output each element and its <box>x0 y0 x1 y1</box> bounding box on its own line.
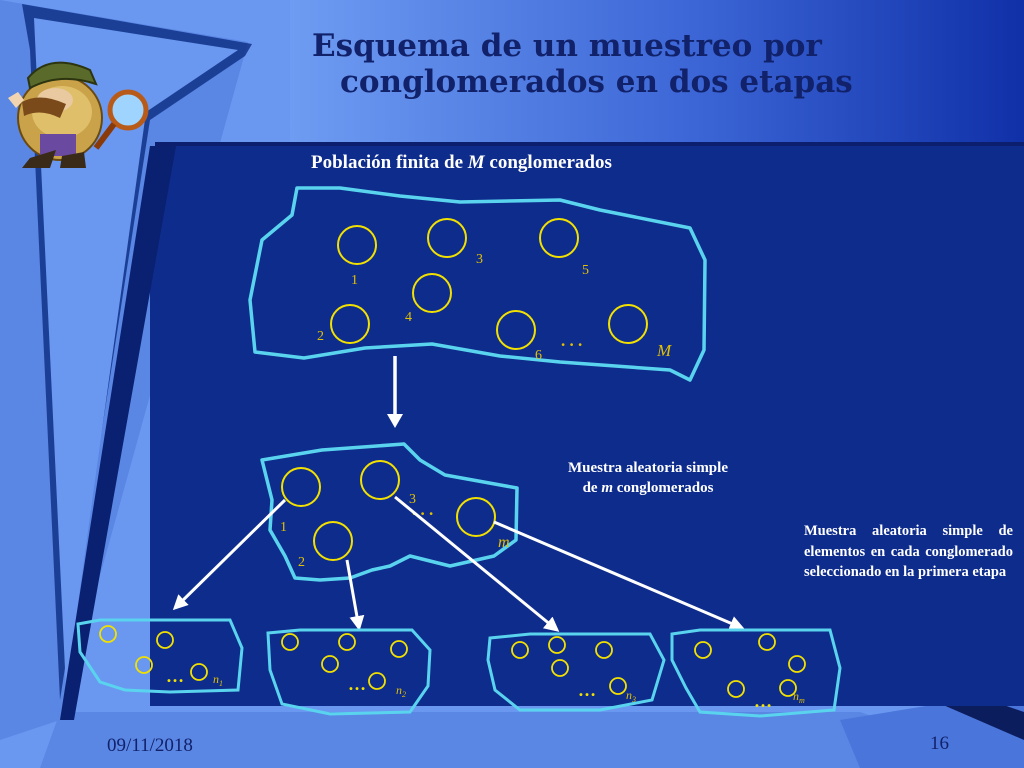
sampled-ellipsis: . . . <box>412 500 433 519</box>
cluster-circle <box>496 310 536 350</box>
sampled-cluster-circle <box>281 467 321 507</box>
population-label-M: M <box>656 341 672 360</box>
first-stage-annotation-line2: de m conglomerados <box>582 480 714 496</box>
cluster-circle <box>608 304 648 344</box>
element-circle <box>694 641 712 659</box>
detective-magnifier-icon <box>8 61 149 168</box>
second-stage-group-4 <box>670 628 842 718</box>
down-arrow-icon <box>387 356 403 428</box>
cluster-label-6: 6 <box>535 348 542 363</box>
population-heading: Población finita de M conglomerados <box>311 152 612 174</box>
cluster-label-5: 5 <box>582 263 589 278</box>
element-circle <box>727 680 745 698</box>
arrow-to-group-3 <box>394 495 560 632</box>
population-heading-prefix: Población finita de <box>311 152 468 173</box>
element-circle <box>779 679 797 697</box>
group-2-label: n2 <box>396 683 406 699</box>
element-circle <box>156 631 174 649</box>
group-3-ellipsis: … <box>578 680 596 700</box>
second-stage-annotation: Muestra aleatoria simple de elementos en… <box>804 523 1013 580</box>
group-1-ellipsis: … <box>166 666 184 686</box>
group-4-ellipsis: … <box>754 691 772 711</box>
element-circle <box>135 656 153 674</box>
population-clusters <box>330 218 648 350</box>
first-stage-annotation-line1: Muestra aleatoria simple <box>568 460 728 476</box>
first-stage-boundary <box>260 442 519 582</box>
title-line-1: Esquema de un muestreo por <box>312 28 822 64</box>
second-stage-group-2 <box>266 628 432 716</box>
cluster-circle <box>412 273 452 313</box>
arrow-to-group-1 <box>172 498 287 611</box>
panel-shadow <box>60 146 176 720</box>
sampled-label-3: 3 <box>409 492 416 507</box>
element-circle <box>368 672 386 690</box>
cluster-circle <box>427 218 467 258</box>
sampled-cluster-circle <box>456 497 496 537</box>
second-stage-group-1 <box>76 618 244 694</box>
arrow-to-group-2 <box>345 559 365 631</box>
element-circle <box>99 625 117 643</box>
cluster-circle <box>330 304 370 344</box>
element-circle <box>788 655 806 673</box>
arrow-to-group-4 <box>493 520 745 631</box>
element-circle <box>548 636 566 654</box>
cluster-circle <box>539 218 579 258</box>
element-circle <box>595 641 613 659</box>
element-circle <box>551 659 569 677</box>
population-heading-suffix: conglomerados <box>484 152 612 173</box>
population-ellipsis: . . . <box>561 331 582 350</box>
first-stage-clusters <box>281 460 496 561</box>
group-1-label: n1 <box>213 672 223 688</box>
cluster-label-3: 3 <box>476 252 483 267</box>
element-circle <box>281 633 299 651</box>
element-circle <box>609 677 627 695</box>
sampled-cluster-circle <box>360 460 400 500</box>
first-stage-annotation: Muestra aleatoria simple de m conglomera… <box>520 458 776 498</box>
element-circle <box>390 640 408 658</box>
element-circle <box>338 633 356 651</box>
sampled-cluster-circle <box>313 521 353 561</box>
group-4-label: nm <box>793 689 805 705</box>
element-circle <box>190 663 208 681</box>
population-boundary <box>248 186 707 382</box>
sampled-label-1: 1 <box>280 520 287 535</box>
slide-number: 16 <box>930 733 949 754</box>
sampled-label-2: 2 <box>298 555 305 570</box>
second-stage-group-3 <box>486 632 666 712</box>
second-stage-arrows <box>172 495 745 632</box>
cluster-label-1: 1 <box>351 273 358 288</box>
group-2-ellipsis: … <box>348 674 366 694</box>
footer-date: 09/11/2018 <box>107 735 193 756</box>
population-heading-var: M <box>467 152 485 173</box>
sampled-label-m: m <box>498 534 510 551</box>
cluster-label-4: 4 <box>405 310 412 325</box>
element-circle <box>321 655 339 673</box>
slide-title: Esquema de un muestreo por conglomerados… <box>312 28 932 100</box>
cluster-circle <box>337 225 377 265</box>
element-circle <box>511 641 529 659</box>
title-line-2: conglomerados en dos etapas <box>340 64 853 100</box>
group-3-label: n3 <box>626 688 636 704</box>
content-panel <box>150 146 1024 706</box>
element-circle <box>758 633 776 651</box>
cluster-label-2: 2 <box>317 329 324 344</box>
